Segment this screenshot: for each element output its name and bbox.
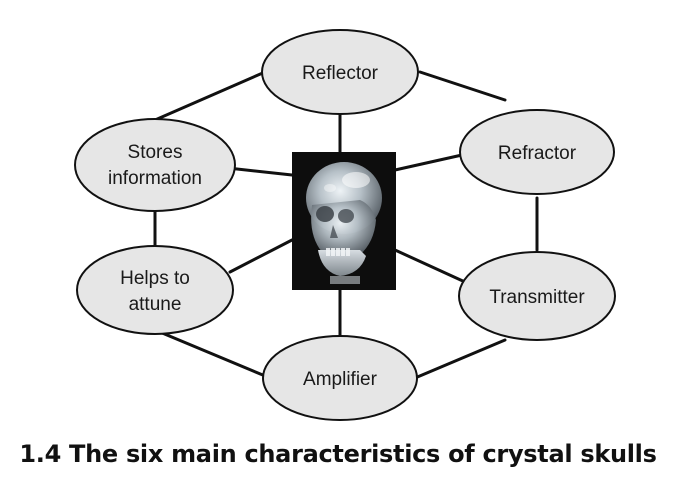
node-transmitter: Transmitter xyxy=(458,251,616,341)
edge-stores-reflector xyxy=(153,70,267,122)
figure-caption: 1.4 The six main characteristics of crys… xyxy=(19,440,657,468)
spoke-stores xyxy=(226,166,294,177)
node-reflector: Reflector xyxy=(261,29,419,115)
node-refractor-label: Refractor xyxy=(498,143,577,164)
spoke-refractor xyxy=(393,153,464,172)
crystal-skull-image xyxy=(292,152,396,290)
node-helps-to-attune: Helps to attune xyxy=(76,245,234,335)
edge-amplifier-helps xyxy=(153,328,272,380)
edge-transmitter-amplifier xyxy=(413,338,507,380)
spoke-transmitter xyxy=(393,248,467,284)
node-stores-information-line1: Stores xyxy=(128,142,183,163)
outer-connectors xyxy=(153,70,539,380)
node-stores-information-line2: information xyxy=(108,168,202,189)
edge-reflector-refractor xyxy=(418,70,507,102)
characteristics-diagram: Reflector Refractor Transmitter Amplifie… xyxy=(74,29,616,421)
node-helps-to-attune-line2: attune xyxy=(129,294,182,315)
node-helps-to-attune-line1: Helps to xyxy=(120,268,190,289)
spoke-helps xyxy=(228,238,294,274)
node-stores-information: Stores information xyxy=(74,118,236,212)
node-transmitter-label: Transmitter xyxy=(489,287,585,308)
node-reflector-label: Reflector xyxy=(302,63,379,84)
node-amplifier: Amplifier xyxy=(262,335,418,421)
node-refractor: Refractor xyxy=(459,109,615,195)
node-amplifier-label: Amplifier xyxy=(303,369,378,390)
